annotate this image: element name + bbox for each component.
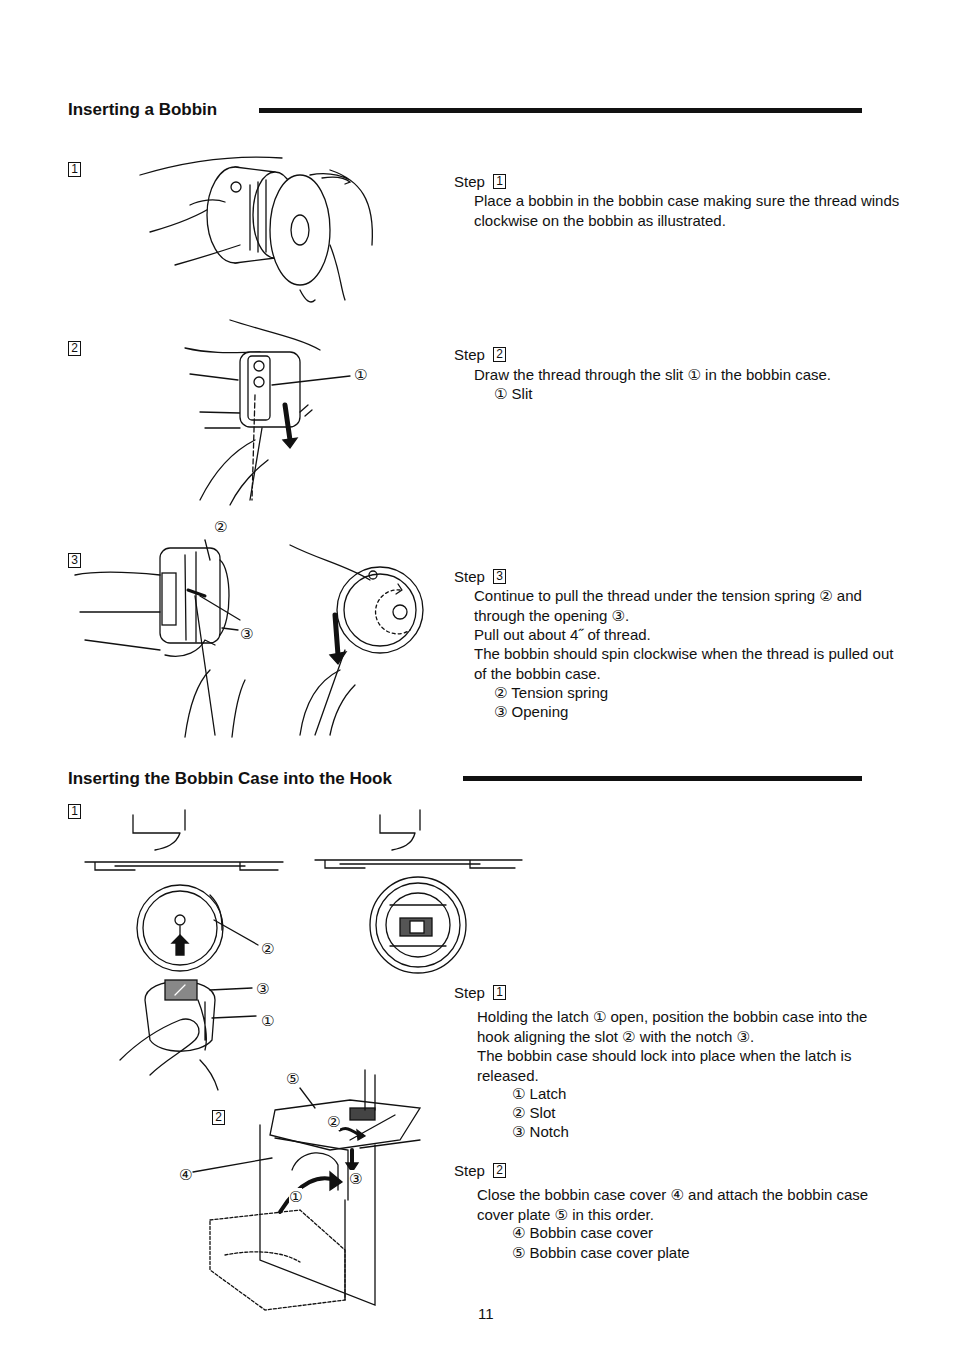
instruction-text: Pull out about 4˝ of thread. [474,625,651,645]
instruction-text: ⑤ Bobbin case cover plate [512,1243,690,1263]
step-number: 3 [68,553,81,568]
instruction-text: Step [454,1161,485,1181]
step-number: 1 [68,804,81,819]
callout-number: ③ [256,980,269,997]
instruction-text: Step [454,172,485,192]
callout-number: ① [354,366,367,383]
instruction-text: Draw the thread through the slit ① in th… [474,365,914,385]
step-number: 1 [68,162,81,177]
instruction-text: The bobbin should spin clockwise when th… [474,644,904,683]
instruction-text: Step [454,983,485,1003]
step-number: 2 [212,1110,225,1125]
callout-number: ① [289,1188,302,1205]
instruction-text: Close the bobbin case cover ④ and attach… [477,1185,902,1224]
instruction-text: Step [454,567,485,587]
callout-number: ② [214,518,227,535]
callout-number: ④ [179,1166,192,1183]
callout-number: ① [261,1012,274,1029]
instruction-text: ① Slit [494,384,532,404]
step-number: 3 [493,569,506,584]
instruction-text: Step [454,345,485,365]
callout-number: ③ [240,625,253,642]
instruction-text: ① Latch [512,1084,566,1104]
step-number: 1 [493,174,506,189]
instruction-text: ② Slot [512,1103,555,1123]
instruction-text: Continue to pull the thread under the te… [474,586,874,625]
instruction-text: ③ Opening [494,702,568,722]
instruction-text: 11 [478,1304,494,1324]
instruction-text: ② Tension spring [494,683,608,703]
instruction-text: Holding the latch ① open, position the b… [477,1007,902,1046]
instruction-text: ③ Notch [512,1122,569,1142]
callout-number: ② [327,1113,340,1130]
instruction-text: The bobbin case should lock into place w… [477,1046,902,1085]
instruction-text: ④ Bobbin case cover [512,1223,653,1243]
callout-number: ③ [349,1170,362,1187]
step-number: 1 [493,985,506,1000]
step-number: 2 [493,1163,506,1178]
instruction-text: Place a bobbin in the bobbin case making… [474,191,914,230]
step-number: 2 [493,347,506,362]
callout-number: ⑤ [286,1070,299,1087]
step-number: 2 [68,341,81,356]
callout-number: ② [261,940,274,957]
section-heading: Inserting a Bobbin [68,100,217,120]
section-heading: Inserting the Bobbin Case into the Hook [68,769,392,789]
